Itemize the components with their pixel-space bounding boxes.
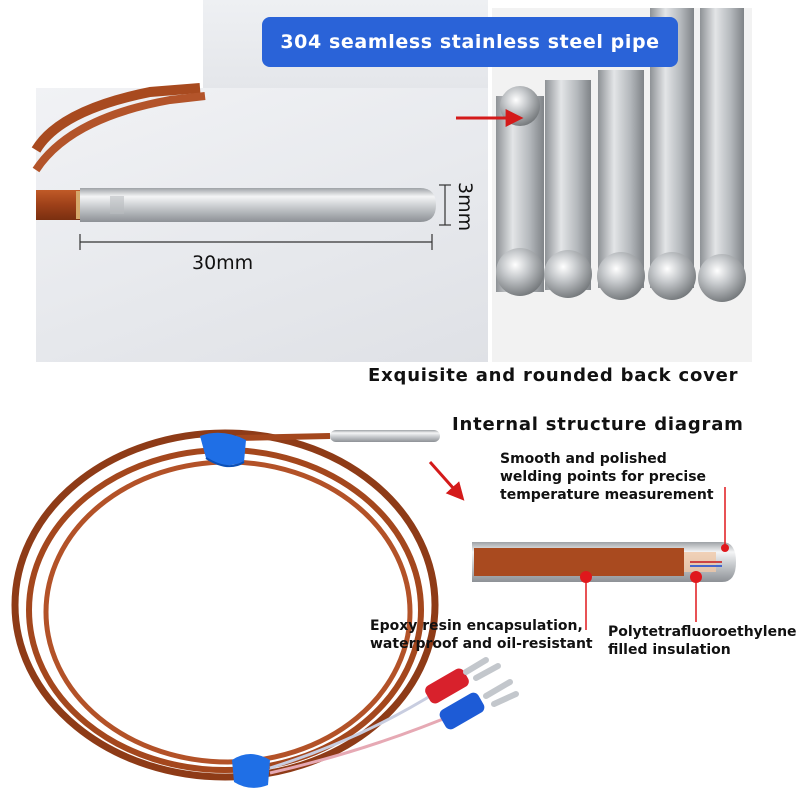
caption-rounded-cover: Exquisite and rounded back cover bbox=[368, 365, 739, 386]
leader-lines bbox=[585, 487, 726, 630]
steel-rods-photo bbox=[492, 8, 752, 362]
dimension-lines bbox=[79, 184, 451, 250]
title-badge: 304 seamless stainless steel pipe bbox=[262, 17, 678, 67]
cable-tie-bottom bbox=[232, 754, 270, 788]
epoxy-label-line: waterproof and oil-resistant bbox=[370, 636, 593, 652]
ptfe-label-line: filled insulation bbox=[608, 642, 731, 658]
welding-label-line: welding points for precise bbox=[500, 469, 707, 485]
ptfe-label: Polytetrafluoroethylene filled insulatio… bbox=[608, 623, 797, 659]
terminal-red bbox=[425, 657, 501, 704]
probe-photo bbox=[36, 188, 436, 222]
terminal-blue bbox=[439, 679, 519, 730]
epoxy-label: Epoxy resin encapsulation, waterproof an… bbox=[370, 617, 593, 653]
epoxy-label-line: Epoxy resin encapsulation, bbox=[370, 618, 583, 634]
welding-label-line: temperature measurement bbox=[500, 487, 714, 503]
lead-wires bbox=[269, 688, 461, 775]
probe-tip bbox=[330, 430, 440, 442]
photo-background bbox=[36, 88, 488, 362]
coiled-cable bbox=[31, 83, 206, 173]
ptfe-label-line: Polytetrafluoroethylene bbox=[608, 624, 797, 640]
thermocouple-coil bbox=[11, 429, 439, 781]
caption-diagram: Internal structure diagram bbox=[452, 414, 744, 435]
welding-label: Smooth and polished welding points for p… bbox=[500, 450, 714, 504]
welding-label-line: Smooth and polished bbox=[500, 451, 667, 467]
cable-tie-top bbox=[200, 432, 246, 468]
length-dimension: 30mm bbox=[192, 252, 254, 274]
diameter-dimension: 3mm bbox=[454, 182, 476, 232]
arrow-indicator bbox=[428, 461, 465, 501]
structure-diagram bbox=[472, 542, 736, 583]
